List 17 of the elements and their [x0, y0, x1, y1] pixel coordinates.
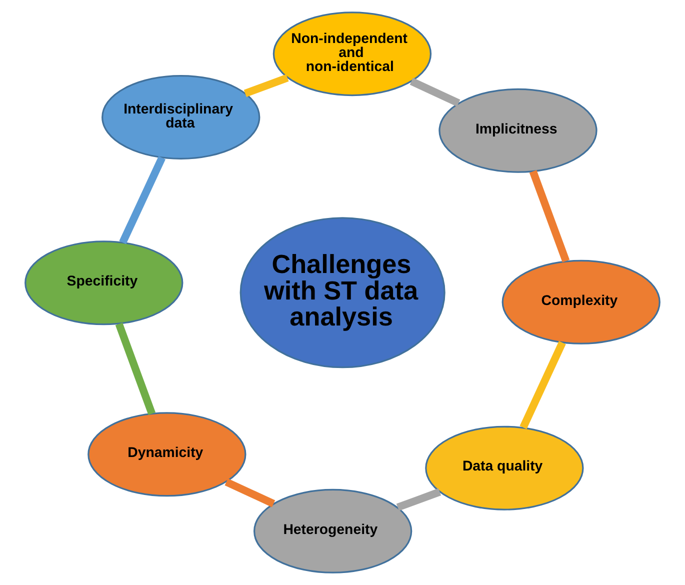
- node-ellipse: Dynamicity: [88, 412, 246, 497]
- node-ellipse: Interdisciplinary data: [102, 74, 260, 160]
- connector: [115, 322, 156, 415]
- connector: [244, 74, 289, 98]
- connector: [224, 478, 276, 508]
- connector: [119, 156, 166, 244]
- connector: [529, 170, 570, 262]
- connector: [396, 488, 442, 511]
- node-ellipse: Non-independent and non-identical: [272, 12, 432, 96]
- node-ellipse: Heterogeneity: [253, 488, 412, 574]
- node-ellipse: Implicitness: [438, 88, 598, 173]
- node-ellipse: Complexity: [502, 260, 660, 344]
- node-ellipse: Data quality: [425, 426, 584, 510]
- node-ellipse: Specificity: [24, 240, 184, 326]
- node-ellipse: Challenges with ST data analysis: [240, 217, 446, 368]
- connector: [410, 78, 460, 107]
- connector: [520, 341, 566, 430]
